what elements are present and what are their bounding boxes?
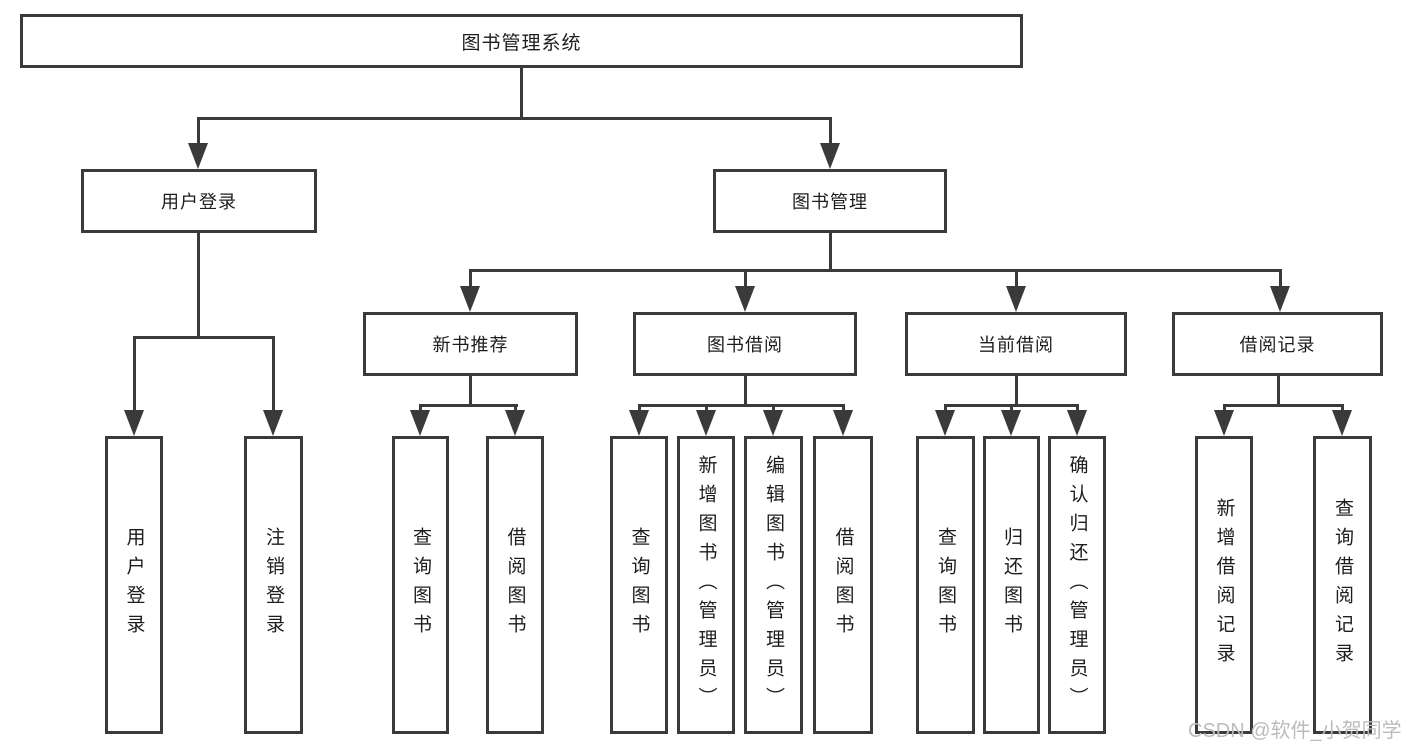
edge-line [1223,404,1344,407]
arrow-down-icon [763,410,783,436]
edge-line [197,233,200,338]
edge-line [520,68,523,117]
arrow-down-icon [1001,410,1021,436]
edge-line [705,404,708,414]
edge-line [469,269,472,288]
leaf-add-borrow-record: 新增借阅记录 [1195,436,1253,734]
edge-line [842,404,845,414]
leaf-add-book-admin: 新增图书（管理员） [677,436,735,734]
edge-line [744,269,747,288]
edge-line [272,336,275,412]
leaf-return-book: 归还图书 [983,436,1040,734]
edge-line [469,269,1282,272]
leaf-query-books-recommend: 查询图书 [392,436,449,734]
arrow-down-icon [1214,410,1234,436]
leaf-edit-book-admin: 编辑图书（管理员） [744,436,803,734]
edge-line [419,404,422,414]
arrow-down-icon [505,410,525,436]
arrow-down-icon [820,143,840,169]
edge-line [133,336,275,339]
node-book-management: 图书管理 [713,169,947,233]
arrow-down-icon [1006,286,1026,312]
arrow-down-icon [833,410,853,436]
edge-line [1015,376,1018,407]
edge-line [197,117,200,147]
edge-line [829,233,832,272]
leaf-confirm-return-admin: 确认归还（管理员） [1048,436,1106,734]
edge-line [469,376,472,407]
edge-line [1279,269,1282,288]
edge-line [1223,404,1226,414]
edge-line [197,117,832,120]
leaf-user-login: 用户登录 [105,436,163,734]
arrow-down-icon [188,143,208,169]
edge-line [638,404,641,414]
arrow-down-icon [460,286,480,312]
node-borrow-records: 借阅记录 [1172,312,1383,376]
leaf-query-books-borrow: 查询图书 [610,436,668,734]
arrow-down-icon [124,410,144,436]
leaf-query-books-current: 查询图书 [916,436,975,734]
edge-line [1341,404,1344,414]
edge-line [133,336,136,412]
edge-line [638,404,845,407]
node-user-login: 用户登录 [81,169,317,233]
edge-line [1277,376,1280,407]
leaf-borrow-books-recommend: 借阅图书 [486,436,544,734]
arrow-down-icon [1332,410,1352,436]
edge-line [1015,269,1018,288]
leaf-query-borrow-record: 查询借阅记录 [1313,436,1372,734]
edge-line [419,404,518,407]
edge-line [1076,404,1079,414]
node-book-borrow: 图书借阅 [633,312,857,376]
arrow-down-icon [410,410,430,436]
node-current-borrow: 当前借阅 [905,312,1127,376]
edge-line [514,404,517,414]
edge-line [772,404,775,414]
leaf-logout: 注销登录 [244,436,303,734]
edge-line [829,117,832,147]
arrow-down-icon [629,410,649,436]
arrow-down-icon [696,410,716,436]
watermark: CSDN @软件_小贺同学 [1188,720,1402,742]
edge-line [944,404,947,414]
leaf-borrow-books: 借阅图书 [813,436,873,734]
edge-line [1010,404,1013,414]
arrow-down-icon [1067,410,1087,436]
arrow-down-icon [935,410,955,436]
arrow-down-icon [1270,286,1290,312]
arrow-down-icon [735,286,755,312]
node-new-book-recommend: 新书推荐 [363,312,578,376]
node-library-system: 图书管理系统 [20,14,1023,68]
edge-line [744,376,747,407]
arrow-down-icon [263,410,283,436]
